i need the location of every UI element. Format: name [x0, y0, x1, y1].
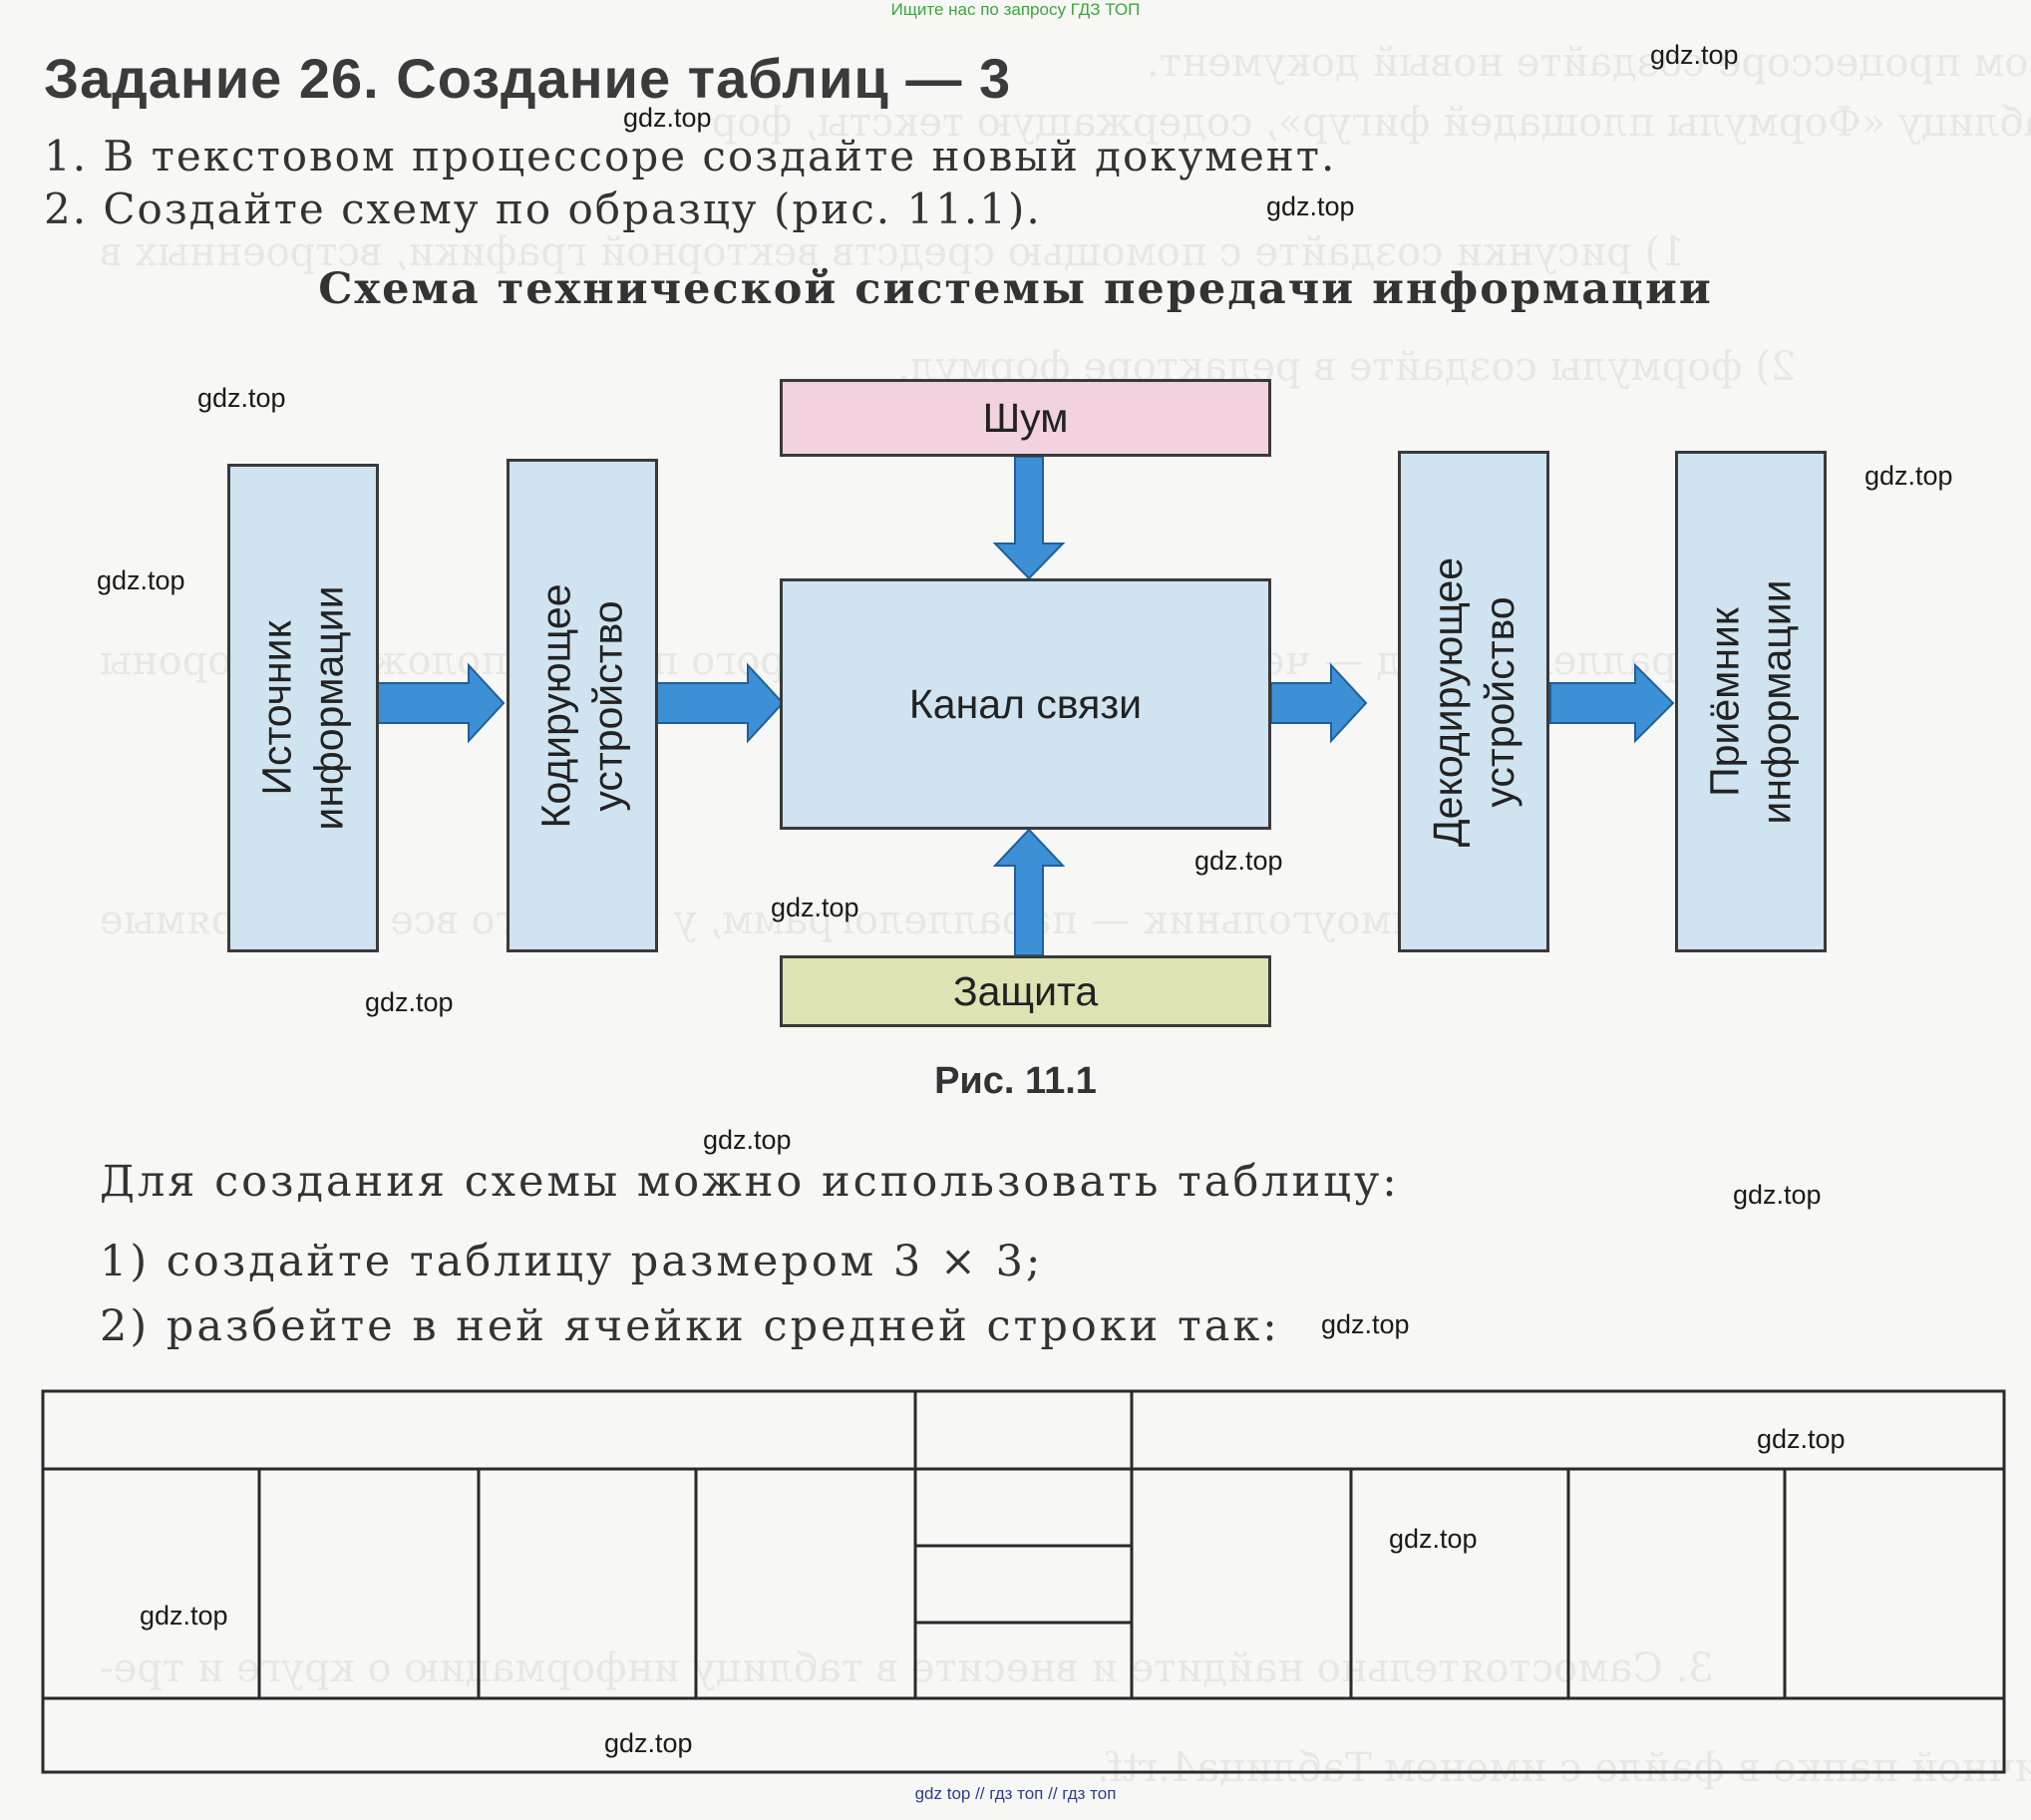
watermark: gdz.top — [1194, 846, 1283, 876]
page-title: Задание 26. Создание таблиц — 3 — [44, 47, 1012, 110]
watermark: gdz.top — [1389, 1524, 1478, 1554]
arrow-protection-to-channel — [992, 828, 1066, 956]
watermark: gdz.top — [623, 103, 712, 133]
watermark: gdz.top — [1321, 1309, 1410, 1339]
channel-box: Канал связи — [780, 578, 1271, 830]
figure-caption: Рис. 11.1 — [934, 1060, 1097, 1102]
arrow-encoder-to-channel — [655, 662, 785, 744]
watermark: gdz.top — [1266, 191, 1355, 221]
table-outline — [41, 1389, 2006, 1774]
watermark: gdz.top — [1650, 40, 1739, 70]
watermark: gdz.top — [604, 1728, 693, 1758]
arrow-decoder-to-receiver — [1549, 662, 1675, 744]
step-2: 2. Создайте схему по образцу (рис. 11.1)… — [44, 184, 1042, 233]
watermark: gdz.top — [1757, 1424, 1846, 1454]
instructions-intro: Для создания схемы можно использовать та… — [100, 1157, 1400, 1207]
top-banner[interactable]: Ищите нас по запросу ГДЗ ТОП — [890, 0, 1141, 19]
watermark: gdz.top — [97, 565, 185, 595]
channel-label: Канал связи — [908, 680, 1143, 727]
footer-links[interactable]: gdz top // гдз топ // гдз топ — [914, 1784, 1117, 1803]
watermark: gdz.top — [771, 893, 859, 922]
protection-box: Защита — [780, 955, 1271, 1027]
arrow-noise-to-channel — [992, 456, 1066, 580]
watermark: gdz.top — [140, 1601, 228, 1631]
watermark: gdz.top — [703, 1125, 792, 1155]
protection-label: Защита — [952, 967, 1099, 1014]
noise-label: Шум — [982, 394, 1069, 441]
watermark: gdz.top — [1733, 1180, 1822, 1210]
watermark: gdz.top — [1864, 461, 1953, 491]
arrow-channel-to-decoder — [1270, 662, 1368, 744]
instructions-item-1: 1) создайте таблицу размером 3 × 3; — [100, 1237, 1044, 1286]
scheme-title: Схема технической системы передачи инфор… — [318, 264, 1713, 314]
noise-box: Шум — [780, 379, 1271, 457]
watermark: gdz.top — [365, 987, 454, 1017]
arrow-source-to-encoder — [376, 662, 506, 744]
instructions-item-2: 2) разбейте в ней ячейки средней строки … — [100, 1301, 1280, 1351]
step-1: 1. В текстовом процессоре создайте новый… — [44, 132, 1337, 181]
watermark: gdz.top — [197, 383, 286, 413]
